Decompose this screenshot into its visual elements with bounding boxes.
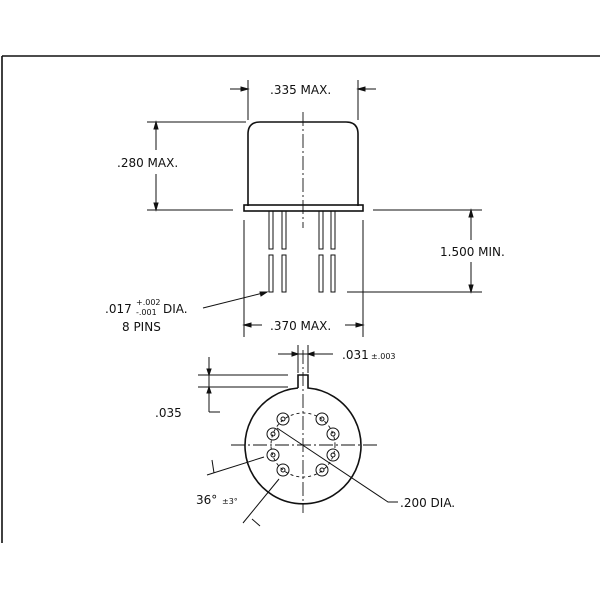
pin-dia-suffix: DIA. [163,302,188,316]
pin-circle [270,412,336,478]
dim-width [230,80,376,120]
tab-width-label: .031 [342,348,369,362]
pin-dia-label: .017 [105,302,132,316]
angle-tol: ±3° [222,497,238,506]
tab-height-label: .035 [155,406,182,420]
pin-tol-minus: -.001 [136,308,157,317]
dim-lead-length [347,208,482,294]
dim-flange [242,220,365,337]
pin-dia-leader [202,291,269,309]
header-flange [243,204,364,212]
height-dim-label: .280 MAX. [117,156,178,170]
dim-tab-width [278,345,333,373]
dim-angle [206,456,280,527]
pin-circle-leader [276,427,398,503]
side-view: .335 MAX. .280 MAX. 1.500 MIN. .370 MAX.… [105,80,505,337]
pin-tol-plus: +.002 [136,298,161,307]
dim-tab-height [198,357,288,413]
pins [268,210,336,293]
lead-length-dim-label: 1.500 MIN. [440,245,505,259]
dim-height [147,120,246,212]
bottom-view: .031 ±.003 .035 36° ±3° .200 DIA. [155,345,455,527]
header-outline-with-tab [244,374,362,505]
pin-circle-dim-label: .200 DIA. [400,496,455,510]
flange-dim-label: .370 MAX. [270,319,331,333]
drawing-frame [1,55,600,543]
pin-holes [266,412,340,477]
pin-count-label: 8 PINS [122,320,161,334]
width-dim-label: .335 MAX. [270,83,331,97]
tab-width-tol: ±.003 [371,352,396,361]
angle-label: 36° [196,493,217,507]
